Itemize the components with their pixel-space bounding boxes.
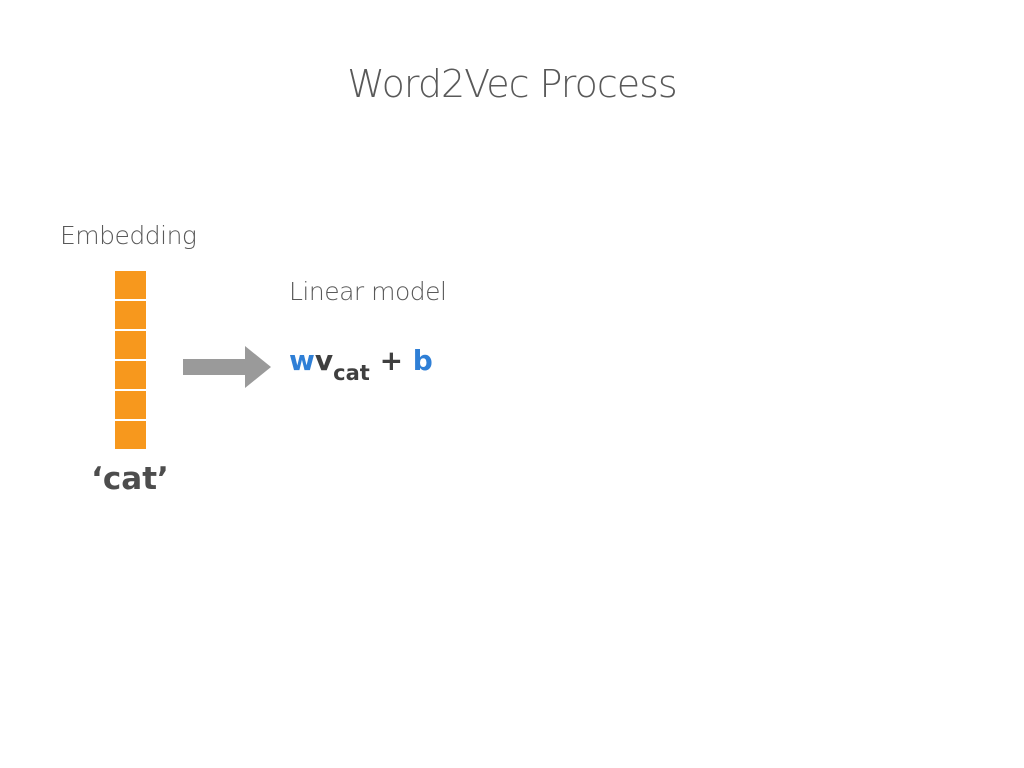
embedding-cell [115, 361, 146, 391]
linear-model-label: Linear model [289, 277, 447, 306]
embedding-cell [115, 421, 146, 449]
formula-bias: b [412, 344, 433, 377]
embedding-cell [115, 391, 146, 421]
arrow-shape [183, 346, 271, 388]
embedding-label: Embedding [60, 221, 197, 250]
formula-weight: w [289, 344, 315, 377]
formula-subscript: cat [333, 361, 370, 385]
embedding-cell [115, 271, 146, 301]
formula-operator: + [379, 344, 404, 377]
formula-vector: v [314, 344, 334, 377]
right-arrow-icon [183, 346, 271, 388]
embedding-vector [115, 271, 146, 449]
slide-title: Word2Vec Process [347, 62, 677, 106]
embedding-cell [115, 331, 146, 361]
word-label: ‘cat’ [91, 461, 169, 497]
embedding-cell [115, 301, 146, 331]
linear-formula: wvcat + b [289, 344, 433, 385]
